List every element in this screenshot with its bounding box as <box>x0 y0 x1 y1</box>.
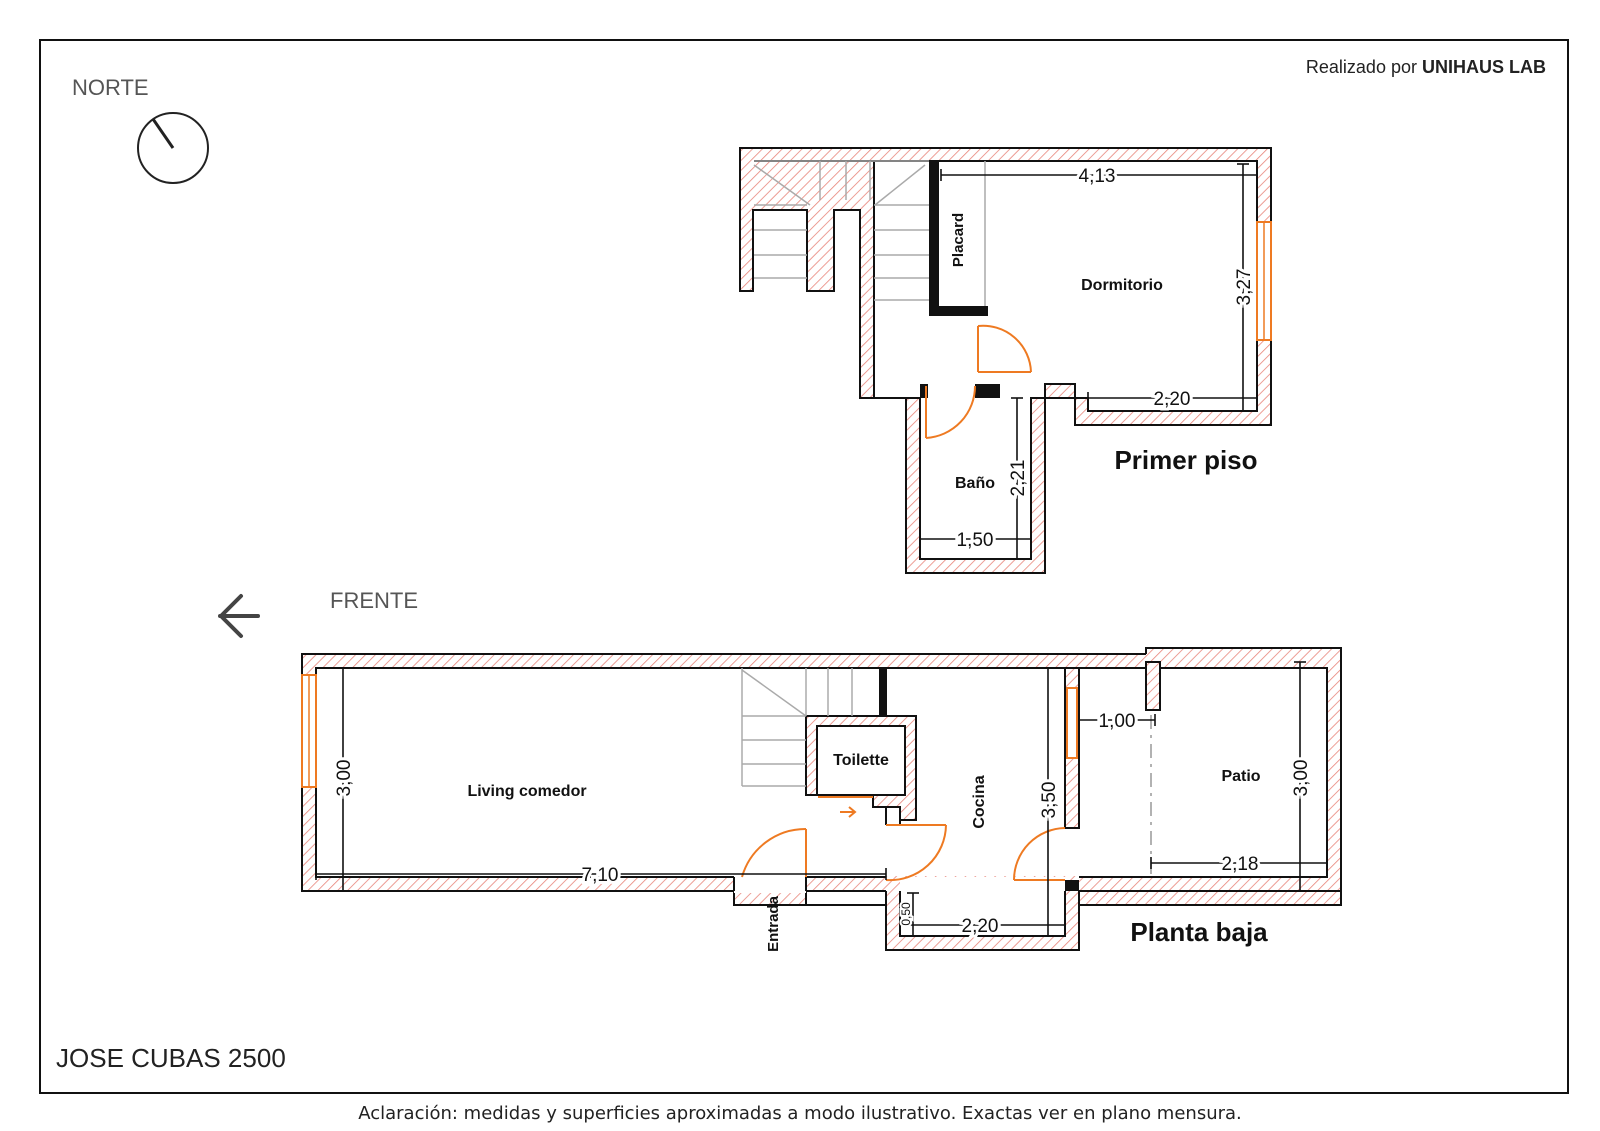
stairs <box>753 160 986 306</box>
toilette-door <box>818 796 873 818</box>
room-kitchen: Cocina <box>971 775 988 828</box>
dim-patio-depth: 3,00 <box>1291 760 1312 797</box>
room-living: Living comedor <box>467 783 586 800</box>
bedroom-door <box>977 324 1032 373</box>
ground-floor-dimensions <box>315 661 1328 937</box>
dim-patio-width: 2,18 <box>1222 854 1259 875</box>
front-arrow-icon <box>218 594 260 638</box>
ground-floor-plan: 7,10 3,00 3,50 2,20 0,50 1,00 2,18 3,00 … <box>301 647 1342 952</box>
address-label: JOSE CUBAS 2500 <box>56 1043 286 1073</box>
dim-bath-depth: 2,21 <box>1008 460 1029 497</box>
dim-passage: 1,00 <box>1099 711 1136 732</box>
room-patio: Patio <box>1221 768 1260 785</box>
dim-kitchen-step: 0,50 <box>899 902 913 926</box>
dim-kitchen-width: 2,20 <box>962 916 999 937</box>
kitchen-door <box>885 824 947 882</box>
room-bedroom: Dormitorio <box>1081 277 1163 294</box>
first-floor-plan: 4,13 3,27 2,20 1,50 2,21 Dormitorio Plac… <box>739 147 1272 574</box>
dim-living-width: 7,10 <box>582 865 619 886</box>
first-floor-dimensions <box>919 163 1258 560</box>
room-toilet: Toilette <box>833 752 889 769</box>
sheet-border <box>39 39 1569 1094</box>
dim-bed-lower: 2,20 <box>1154 389 1191 410</box>
credit-text: Realizado por UNIHAUS LAB <box>1306 57 1546 77</box>
dim-kitchen-depth: 3,50 <box>1039 782 1060 819</box>
entrance-door <box>741 827 807 878</box>
room-closet: Placard <box>950 213 967 267</box>
ground-stairs <box>741 668 853 787</box>
bathroom-door <box>925 385 977 439</box>
dim-bath-width: 1,50 <box>957 530 994 551</box>
footer-disclaimer: Aclaración: medidas y superficies aproxi… <box>358 1103 1242 1124</box>
ground-floor-title: Planta baja <box>1130 917 1268 947</box>
patio-door <box>1013 827 1066 881</box>
room-entry: Entrada <box>765 895 782 952</box>
front-label: FRENTE <box>330 588 418 613</box>
first-floor-walls <box>739 147 1272 574</box>
dim-bed-width: 4,13 <box>1079 166 1116 187</box>
dim-living-depth: 3,00 <box>334 760 355 797</box>
compass-icon <box>137 112 209 184</box>
north-label: NORTE <box>72 75 149 100</box>
dim-bed-depth: 3,27 <box>1234 269 1255 306</box>
first-floor-title: Primer piso <box>1114 445 1257 475</box>
room-bathroom: Baño <box>955 475 995 492</box>
